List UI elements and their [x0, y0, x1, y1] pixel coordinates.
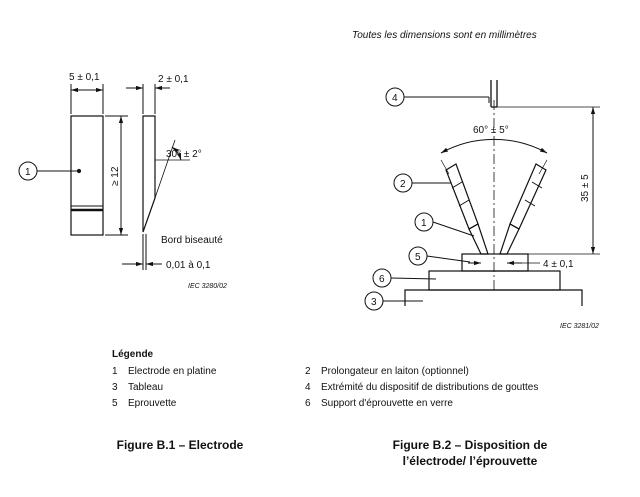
legend-number: 1	[112, 366, 118, 377]
legend-title: Légende	[112, 349, 154, 360]
fig1-height-label: ≥ 12	[110, 166, 121, 186]
angle-ext-left	[440, 159, 450, 175]
table	[404, 289, 583, 306]
legend-number: 4	[305, 382, 311, 393]
legend-text: Eprouvette	[128, 398, 177, 409]
angle-extension-line	[154, 139, 176, 199]
figure-b1-caption: Figure B.1 – Electrode	[116, 438, 244, 452]
fig1-angle-label: 30° ± 2°	[166, 149, 202, 160]
left-extender	[445, 163, 479, 230]
left-extender-mark-1	[451, 181, 463, 189]
fig1-edge-label: 0,01 à 0,1	[166, 260, 211, 271]
left-extender-mark-2	[458, 199, 470, 207]
callout-4-number: 4	[392, 93, 398, 104]
legend-text: Electrode en platine	[128, 366, 217, 377]
legend-item: 2 Prolongateur en laiton (optionnel)	[305, 366, 469, 377]
fig2-gap-label: 4 ± 0,1	[543, 259, 574, 270]
legend-number: 6	[305, 398, 311, 409]
angle-arc	[171, 146, 182, 161]
legend-number: 3	[112, 382, 118, 393]
figure-b1-text: 5 ± 0,1 2 ± 0,1 ≥ 12 30° ± 2° Bord bisea…	[25, 72, 227, 290]
legend-text: Support d'éprouvette en verre	[321, 398, 453, 409]
fig1-width-label: 5 ± 0,1	[69, 72, 100, 83]
right-extender	[509, 163, 547, 230]
electrode-front-view	[70, 115, 104, 236]
electrode-side-profile	[142, 115, 156, 233]
fig2-iec-ref: IEC 3281/02	[560, 323, 599, 330]
legend-number: 2	[305, 366, 311, 377]
legend-item: 6 Support d'éprouvette en verre	[305, 398, 453, 409]
fig1-callout-number: 1	[25, 167, 31, 178]
legend-item: 1 Electrode en platine	[112, 366, 216, 377]
figure-b1-drawing	[18, 84, 190, 270]
callout-1-leader	[432, 221, 475, 237]
fig1-iec-ref: IEC 3280/02	[188, 283, 227, 290]
fig1-thickness-label: 2 ± 0,1	[158, 74, 189, 85]
legend-number: 5	[112, 398, 118, 409]
right-electrode	[499, 223, 520, 255]
callout-6-number: 6	[379, 274, 385, 285]
callout-3-number: 3	[371, 297, 377, 308]
fig2-angle-label: 60° ± 5°	[473, 125, 509, 136]
callout-6-leader	[390, 277, 437, 280]
left-electrode	[468, 223, 489, 255]
legend-text: Prolongateur en laiton (optionnel)	[321, 366, 469, 377]
figure-b2-caption-line2: l’électrode/ l’éprouvette	[402, 454, 538, 468]
legend-item: 3 Tableau	[112, 382, 163, 393]
angle-ext-right	[538, 159, 548, 175]
figure-b2-drawing	[364, 80, 600, 311]
legend-text: Tableau	[128, 382, 164, 393]
legend-text: Extrémité du dispositif de distributions…	[321, 382, 539, 393]
glass-support	[428, 270, 561, 291]
fig1-callout-dot	[76, 168, 82, 174]
callout-5-number: 5	[415, 252, 421, 263]
callout-2-number: 2	[400, 179, 406, 190]
dimensions-note: Toutes les dimensions sont en millimètre…	[352, 30, 537, 41]
angle-arc-60	[440, 138, 548, 154]
right-extender-mark-1	[531, 181, 543, 189]
callout-5-leader	[426, 255, 471, 263]
fig2-height-label: 35 ± 5	[580, 174, 591, 202]
figure-b2-caption-line1: Figure B.2 – Disposition de	[392, 438, 548, 452]
legend-item: 5 Eprouvette	[112, 398, 176, 409]
right-extender-mark-2	[524, 199, 536, 207]
callout-1-number: 1	[421, 218, 427, 229]
legend-item: 4 Extrémité du dispositif de distribution…	[305, 382, 538, 393]
fig1-bevel-label: Bord biseauté	[161, 235, 223, 246]
figure-b2-text: 60° ± 5° 35 ± 5 4 ± 0,1 IEC 3281/02 4 2 …	[371, 93, 599, 330]
